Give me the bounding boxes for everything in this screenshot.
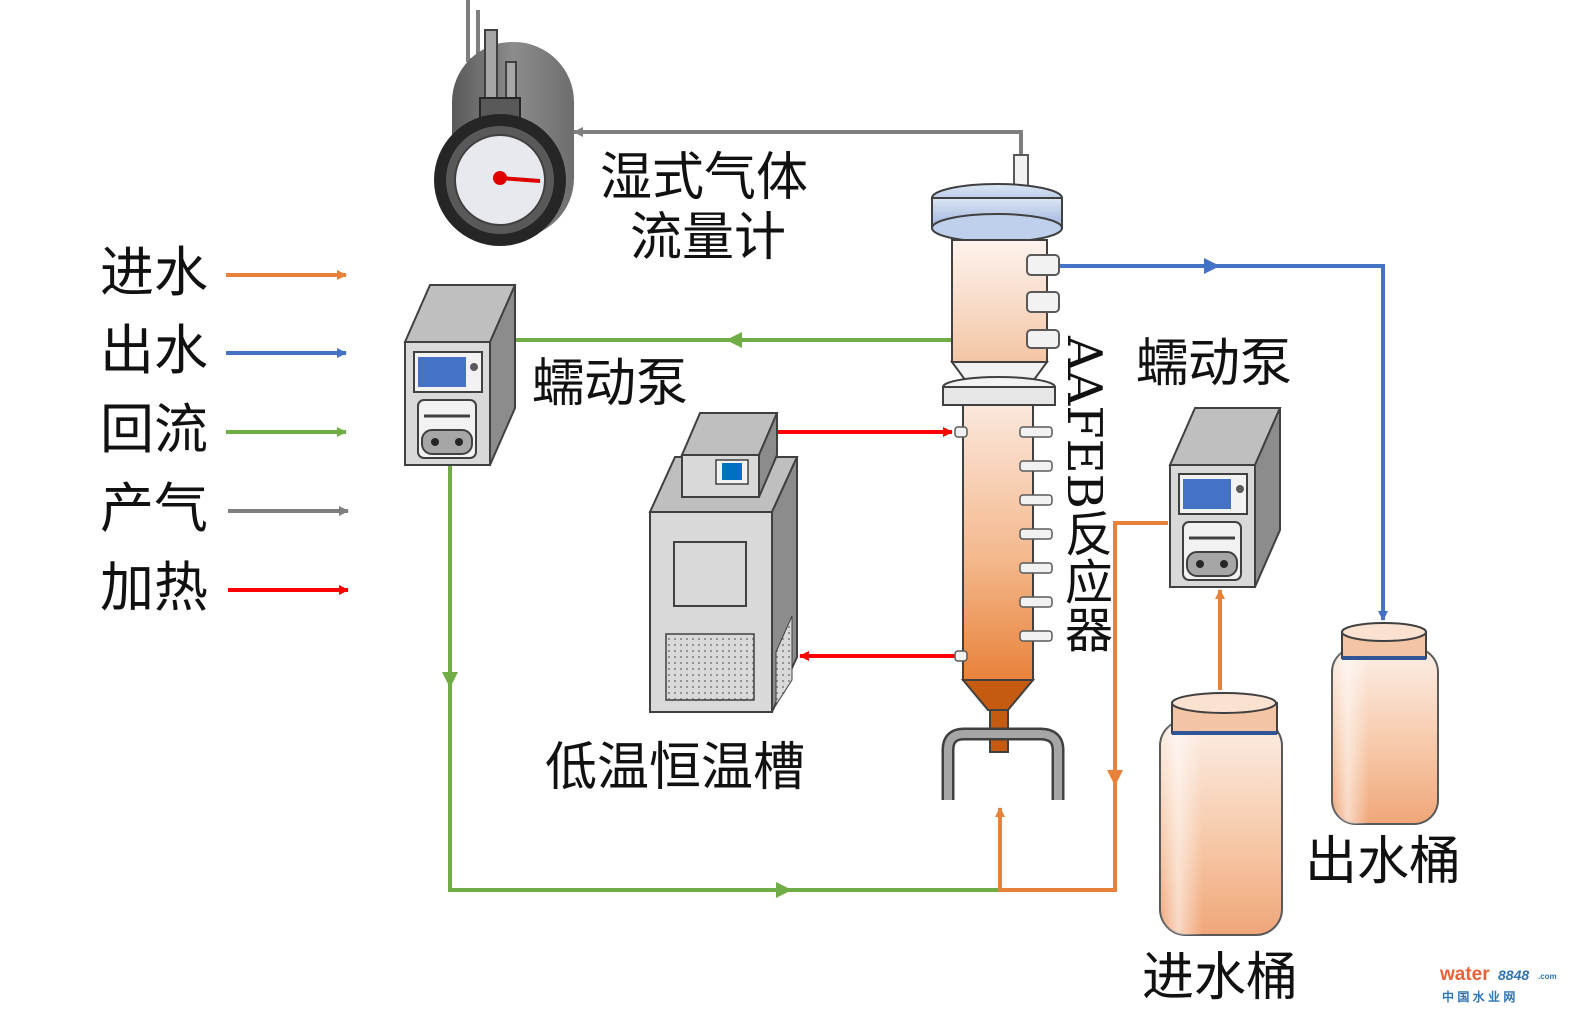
legend-label-influent: 进水 [100, 241, 208, 304]
right-pump-label: 蠕动泵 [1136, 334, 1293, 394]
watermark-brand-word: water [1440, 964, 1490, 985]
watermark-logo: water 8848 .com 中 国 水 业 网 [1440, 964, 1570, 1008]
pipes [442, 127, 1388, 898]
gas-meter-label-line2: 流量计 [630, 208, 787, 268]
effluent-line [1060, 264, 1388, 621]
effluent-bucket [1331, 622, 1439, 825]
recycle-down-arrow [442, 672, 458, 688]
left-pump-label: 蠕动泵 [532, 354, 689, 414]
effluent-mid-arrow [1204, 258, 1220, 274]
influent-down-arrow [1107, 770, 1123, 786]
influent-out-line [995, 521, 1168, 892]
wet-gas-meter [434, 0, 574, 246]
legend-label-recycle: 回流 [100, 398, 208, 461]
aafeb-reactor [931, 154, 1065, 800]
watermark-brand-suffix: .com [1538, 972, 1557, 981]
thermostat-label: 低温恒温槽 [545, 738, 806, 798]
effluent-bucket-label: 出水桶 [1305, 832, 1462, 892]
influent-bucket-label: 进水桶 [1142, 948, 1299, 1008]
recycle-top-arrow [726, 332, 742, 348]
legend-label-heating: 加热 [100, 556, 208, 619]
reactor-label: AAFEB反应器 [1056, 336, 1112, 653]
influent-bucket [1159, 692, 1283, 936]
reactor-sample-ports [954, 426, 1053, 662]
recycle-right-arrow [776, 882, 792, 898]
recycle-return-line [448, 465, 1000, 892]
legend-arrows [226, 270, 349, 595]
biogas-line [573, 127, 1023, 160]
gas-meter-label-line1: 湿式气体 [600, 148, 809, 208]
right-pump [1168, 407, 1282, 588]
watermark-brand-number: 8848 [1498, 967, 1530, 983]
left-pump [403, 284, 517, 466]
thermostat-bath [648, 412, 799, 713]
legend-label-biogas: 产气 [100, 477, 208, 540]
watermark-subtitle: 中 国 水 业 网 [1442, 990, 1516, 1004]
legend-label-effluent: 出水 [100, 319, 208, 382]
